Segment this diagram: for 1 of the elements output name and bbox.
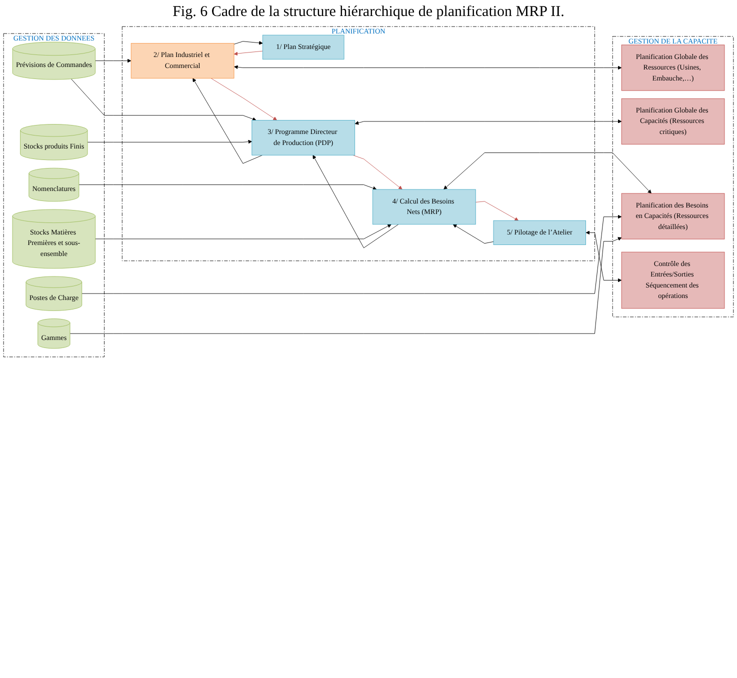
figure-title: Fig. 6 Cadre de la structure hiérarchique de planification MRP II. [172,4,566,21]
